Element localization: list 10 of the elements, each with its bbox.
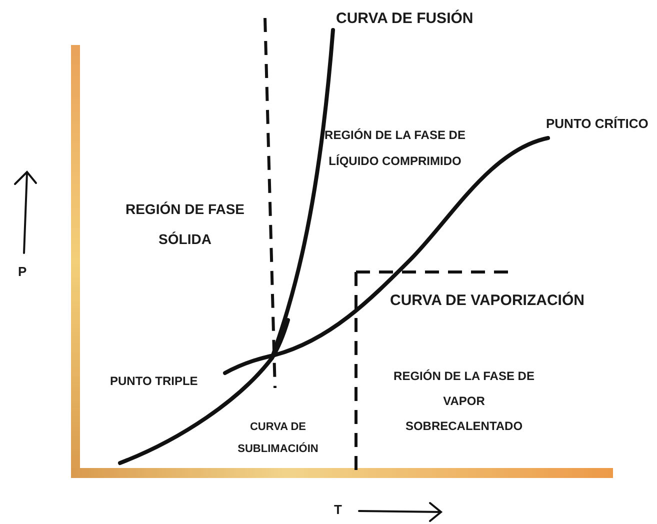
point-label: PUNTO CRÍTICO bbox=[546, 115, 648, 133]
curve-label: CURVA DE VAPORIZACIÓN bbox=[390, 290, 584, 311]
region-label: REGIÓN DE LA FASE DE VAPOR SOBRECALENTADO bbox=[392, 368, 536, 435]
curve-label: CURVA DE SUBLIMACIÓIN bbox=[236, 420, 320, 457]
curve-label: CURVA DE FUSIÓN bbox=[336, 8, 474, 29]
region-label: REGIÓN DE LA FASE DE LÍQUIDO COMPRIMIDO bbox=[324, 127, 466, 170]
axis-label: T bbox=[334, 501, 342, 519]
axis-label: P bbox=[18, 263, 27, 281]
region-label: REGIÓN DE FASE SÓLIDA bbox=[124, 200, 246, 249]
point-label: PUNTO TRIPLE bbox=[110, 373, 198, 390]
